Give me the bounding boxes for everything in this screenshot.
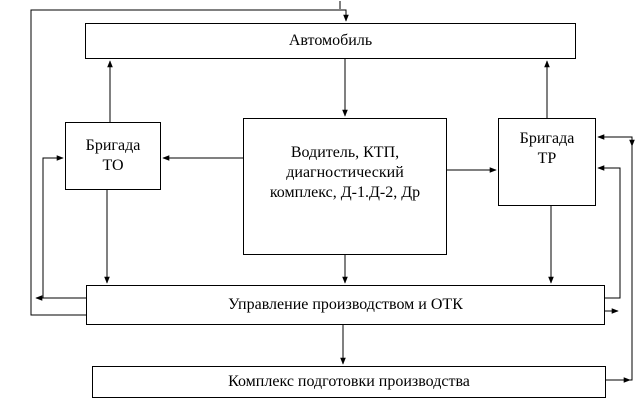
brigade-to-box: Бригада ТО [65, 122, 161, 190]
loop-mgmt-to-auto [30, 9, 349, 316]
automobile-label: Автомобиль [288, 32, 373, 49]
automobile-box: Автомобиль [85, 23, 576, 59]
loop-mgmt-to-tr [597, 165, 621, 299]
production-management-box: Управление производством и ОТК [86, 285, 605, 325]
driver-complex-label: Водитель, КТП, диагностический комплекс,… [269, 143, 421, 201]
production-management-label: Управление производством и ОТК [228, 296, 463, 313]
production-prep-label: Комплекс подготовки производства [228, 373, 470, 390]
brigade-tr-box: Бригада ТР [498, 118, 596, 206]
driver-complex-box: Водитель, КТП, диагностический комплекс,… [243, 118, 447, 255]
brigade-to-label: Бригада ТО [85, 137, 141, 174]
loop-mgmt-to-to [42, 155, 86, 299]
loop-prep-to-tr [597, 134, 633, 381]
production-prep-box: Комплекс подготовки производства [92, 366, 606, 398]
brigade-tr-label: Бригада ТР [519, 130, 575, 167]
